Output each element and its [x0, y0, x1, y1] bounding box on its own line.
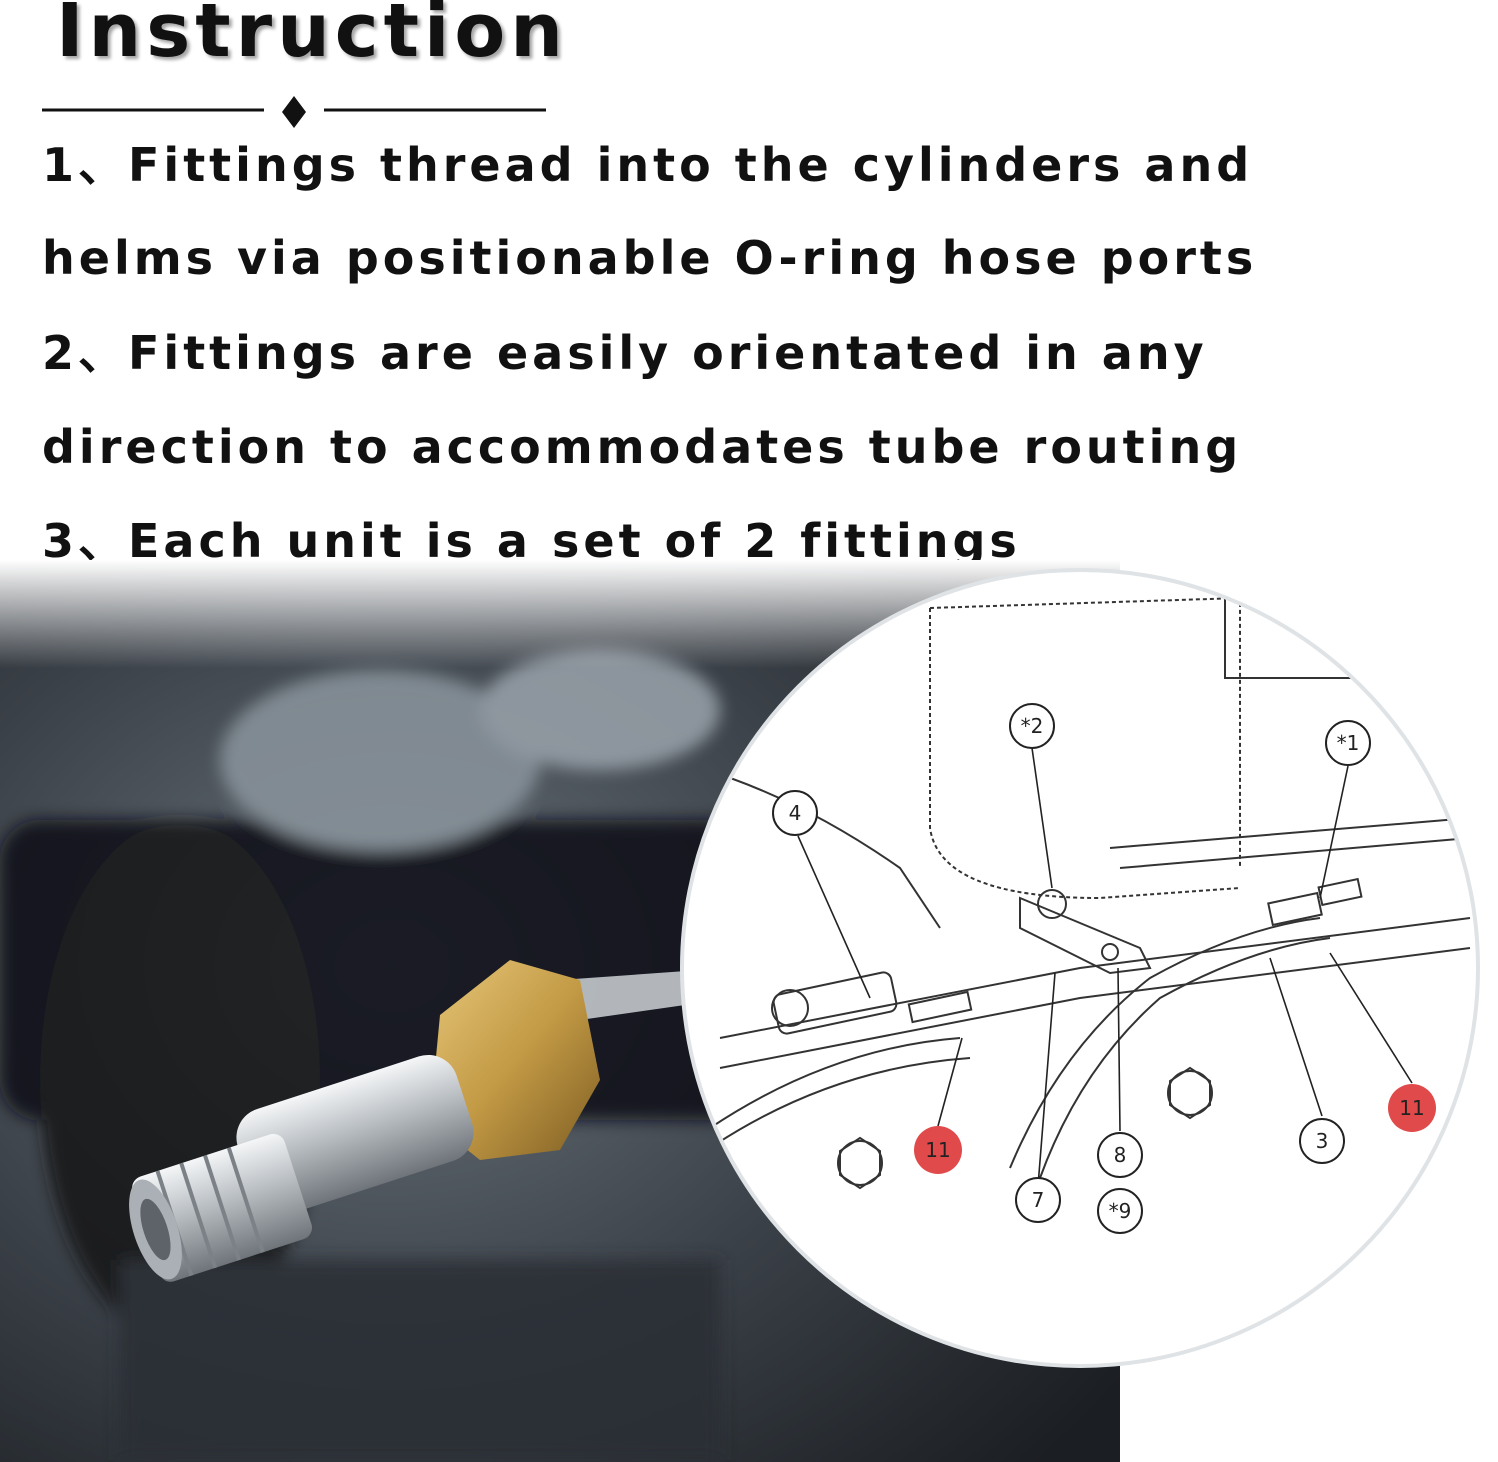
technical-diagram: *2 *1 4 11 7 8 *9 3 [680, 568, 1480, 1368]
callout-2: *2 [1009, 703, 1055, 749]
title-divider [42, 96, 546, 128]
svg-text:*1: *1 [1337, 731, 1360, 755]
svg-text:7: 7 [1032, 1188, 1045, 1212]
instruction-line-4: direction to accommodates tube routing [42, 420, 1243, 474]
callout-1: *1 [1325, 720, 1371, 766]
callout-3: 3 [1299, 1118, 1345, 1164]
callout-9: *9 [1097, 1188, 1143, 1234]
svg-text:4: 4 [789, 801, 802, 825]
instruction-line-5: 3、Each unit is a set of 2 fittings [42, 514, 1021, 568]
callout-4: 4 [772, 790, 818, 836]
svg-text:11: 11 [1399, 1096, 1424, 1120]
instruction-line-3: 2、Fittings are easily orientated in any [42, 326, 1208, 380]
diamond-icon [282, 96, 306, 128]
callout-7: 7 [1015, 1177, 1061, 1223]
callout-11-right: 11 [1388, 1084, 1436, 1132]
callout-11-left: 11 [914, 1126, 962, 1174]
instruction-line-2: helms via positionable O-ring hose ports [42, 231, 1258, 285]
svg-text:11: 11 [925, 1138, 950, 1162]
instruction-line-1: 1、Fittings thread into the cylinders and [42, 138, 1254, 192]
svg-text:*9: *9 [1109, 1199, 1132, 1223]
svg-text:*2: *2 [1021, 714, 1044, 738]
svg-text:8: 8 [1114, 1143, 1127, 1167]
callout-8: 8 [1097, 1132, 1143, 1178]
svg-text:3: 3 [1316, 1129, 1329, 1153]
page-title: Instruction [56, 0, 568, 74]
